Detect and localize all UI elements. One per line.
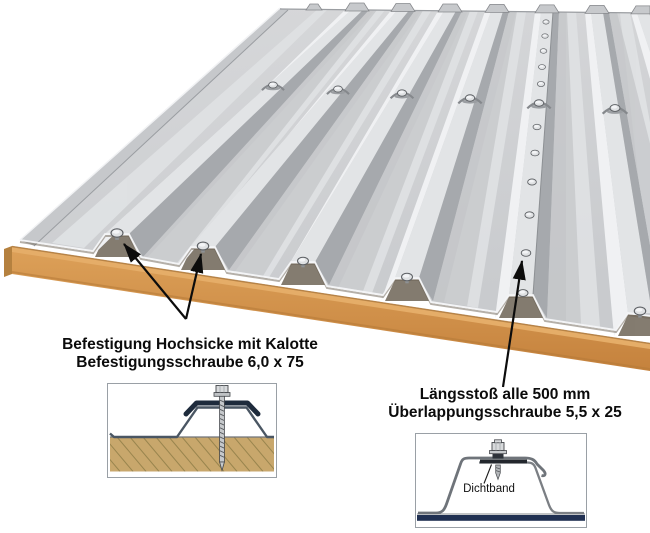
overlap-screw: [532, 123, 542, 131]
dichtband-leader-line: [483, 464, 493, 484]
bottom-seal-band: [417, 515, 585, 521]
arrow-to-left-screw: [123, 243, 187, 320]
overlap-screw: [517, 289, 529, 297]
fastener-screw: [297, 256, 309, 268]
ridge-edge: [279, 2, 650, 15]
overlap-screw: [542, 19, 550, 25]
leader-arrows: [123, 243, 526, 388]
overlap-screw: [536, 81, 546, 87]
inset-hochsicke-detail: [107, 383, 277, 478]
overlap-screw: [538, 64, 546, 70]
overlap-screw: [530, 149, 540, 157]
fastener-screw: [633, 306, 647, 318]
overlap-screw: [520, 249, 532, 257]
annotation-hochsicke: Befestigung Hochsicke mit Kalotte Befest…: [50, 336, 330, 372]
annotation-hochsicke-line2: Befestigungsschraube 6,0 x 75: [76, 354, 304, 371]
fastening-screw-section: [213, 385, 231, 472]
annotation-laengsstoss-line1: Längsstoß alle 500 mm: [419, 386, 591, 403]
arrow-to-second-screw: [184, 252, 204, 320]
inset-wood-layer: [110, 437, 274, 472]
annotation-laengsstoss: Längsstoß alle 500 mm Überlappungsschrau…: [383, 386, 627, 422]
wood-substrate-board: [4, 245, 650, 371]
fastener-screw: [110, 228, 124, 240]
sheet-left-edge: [19, 7, 289, 247]
arrow-to-overlap-seam: [501, 259, 526, 388]
rib: [585, 12, 650, 337]
annotation-laengsstoss-line2: Überlappungsschraube 5,5 x 25: [388, 404, 622, 421]
rib: [381, 11, 517, 308]
overlap-screw: [524, 211, 535, 219]
lower-sheet-edge: [479, 461, 584, 515]
sheet-profile-line: [109, 406, 274, 439]
upper-sheet-profile: [418, 456, 547, 515]
annotation-hochsicke-line1: Befestigung Hochsicke mit Kalotte: [62, 336, 318, 353]
rib: [177, 10, 423, 276]
overlap-screw: [527, 178, 537, 186]
dichtband-seal: [480, 459, 527, 464]
fastener-screw: [401, 272, 413, 284]
dichtband-label: Dichtband: [463, 483, 515, 495]
fastener-screw: [196, 241, 210, 253]
trapezoidal-sheet-roof: [19, 2, 650, 337]
overlap-screw: [541, 33, 549, 39]
rib: [277, 11, 470, 291]
rib: [91, 10, 377, 263]
eave-fastener-screws: [110, 228, 647, 318]
overlap-screw: [539, 48, 548, 54]
inset-overlap-detail: [415, 433, 587, 528]
overlap-screw-section: [489, 439, 507, 481]
